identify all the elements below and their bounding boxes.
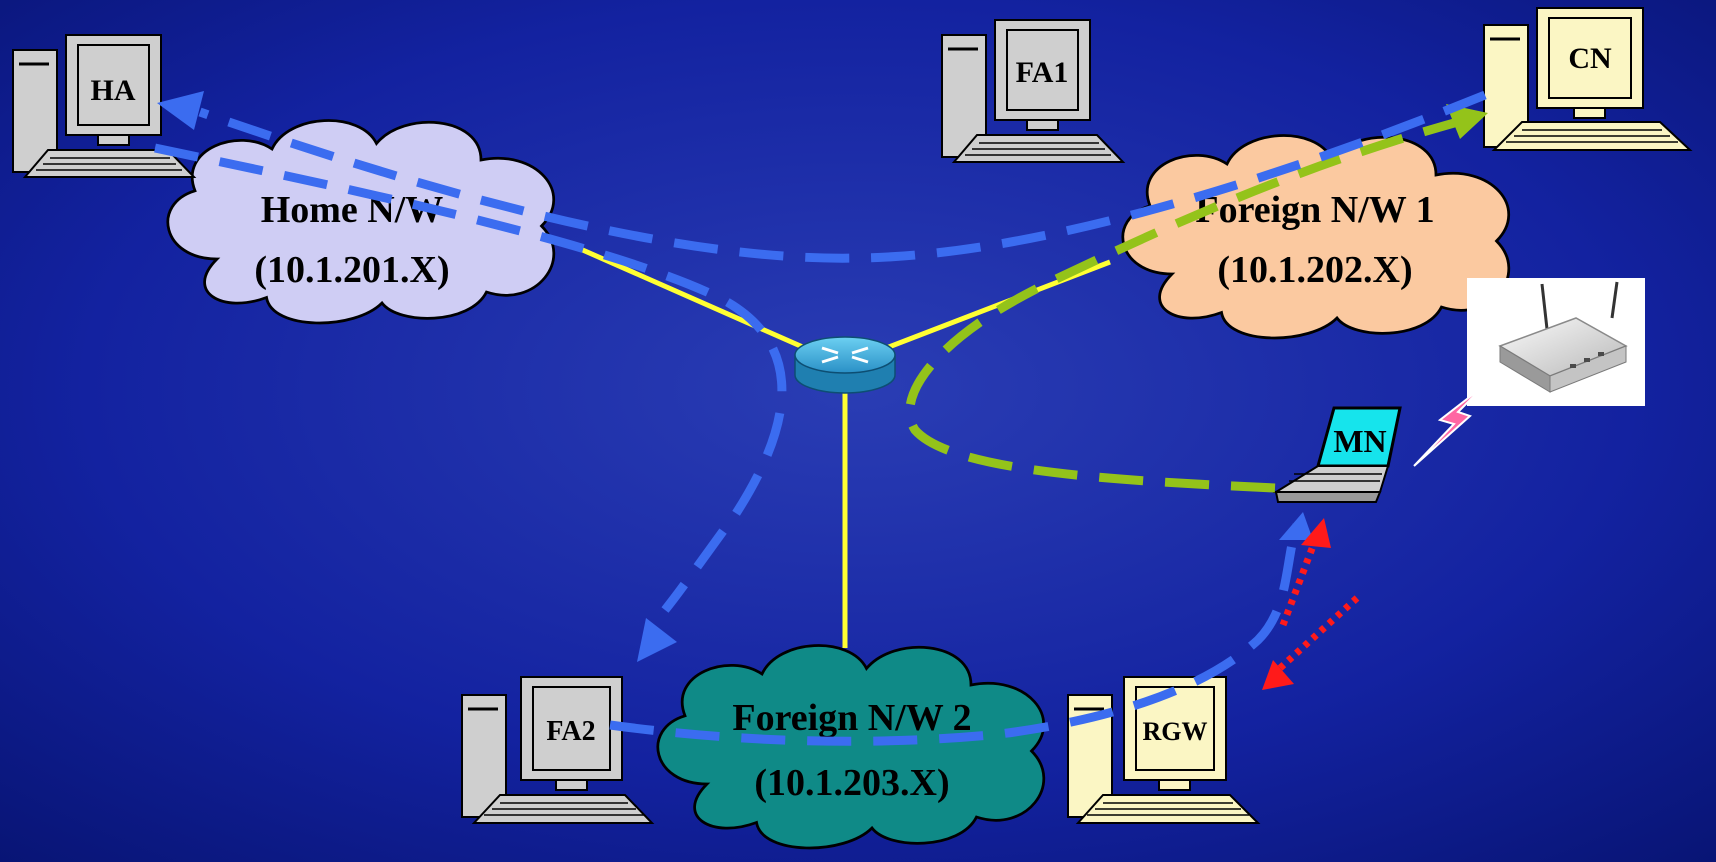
- foreign-network-1-name: Foreign N/W 1: [1195, 189, 1434, 231]
- mn-arrowhead: [1279, 512, 1313, 540]
- ha-computer: HA: [12, 34, 197, 178]
- cn-arrowhead: [1446, 104, 1488, 139]
- ha-arrowhead: [157, 91, 204, 130]
- foreign-network-1-cloud: Foreign N/W 1 (10.1.202.X): [1121, 133, 1511, 340]
- signal-arrows: [1275, 536, 1360, 673]
- fa2-computer: FA2: [461, 676, 655, 824]
- fa1-label: FA1: [1016, 56, 1069, 89]
- signal-arrowhead-up: [1301, 518, 1331, 548]
- cn-to-ha-path: [198, 90, 1487, 263]
- rgw-to-mn-signal: [1279, 536, 1320, 627]
- home-network-name: Home N/W: [261, 189, 444, 231]
- ha-to-fa2-path: [154, 143, 787, 613]
- fa2-arrowhead: [637, 618, 677, 662]
- access-point: [1467, 278, 1645, 406]
- mn-label: MN: [1333, 423, 1386, 459]
- signal-arrowhead-down: [1262, 660, 1294, 690]
- home-network-subnet: (10.1.201.X): [254, 249, 449, 291]
- foreign-network-2-cloud: Foreign N/W 2 (10.1.203.X): [656, 644, 1046, 850]
- ha-label: HA: [91, 74, 136, 107]
- mn-to-cn-path: [905, 115, 1467, 493]
- fa1-computer: FA1: [941, 19, 1126, 163]
- foreign-network-1-subnet: (10.1.202.X): [1217, 249, 1412, 291]
- wireless-signal-icon: [1413, 381, 1489, 467]
- foreign-network-2-subnet: (10.1.203.X): [754, 762, 949, 804]
- fa2-label: FA2: [546, 716, 595, 747]
- cn-label: CN: [1568, 42, 1612, 75]
- link-home-router: [558, 237, 807, 351]
- cn-computer: CN: [1483, 7, 1693, 151]
- mn-laptop: MN: [1272, 406, 1402, 503]
- fa2-to-rgw-path: [609, 523, 1302, 746]
- router-icon: [794, 336, 896, 394]
- foreign-network-2-name: Foreign N/W 2: [732, 697, 971, 739]
- rgw-label: RGW: [1143, 717, 1208, 746]
- rgw-computer: RGW: [1067, 676, 1261, 824]
- mn-to-rgw-signal: [1275, 595, 1360, 673]
- home-network-cloud: Home N/W (10.1.201.X): [166, 119, 556, 325]
- tunnel-paths: [154, 90, 1487, 746]
